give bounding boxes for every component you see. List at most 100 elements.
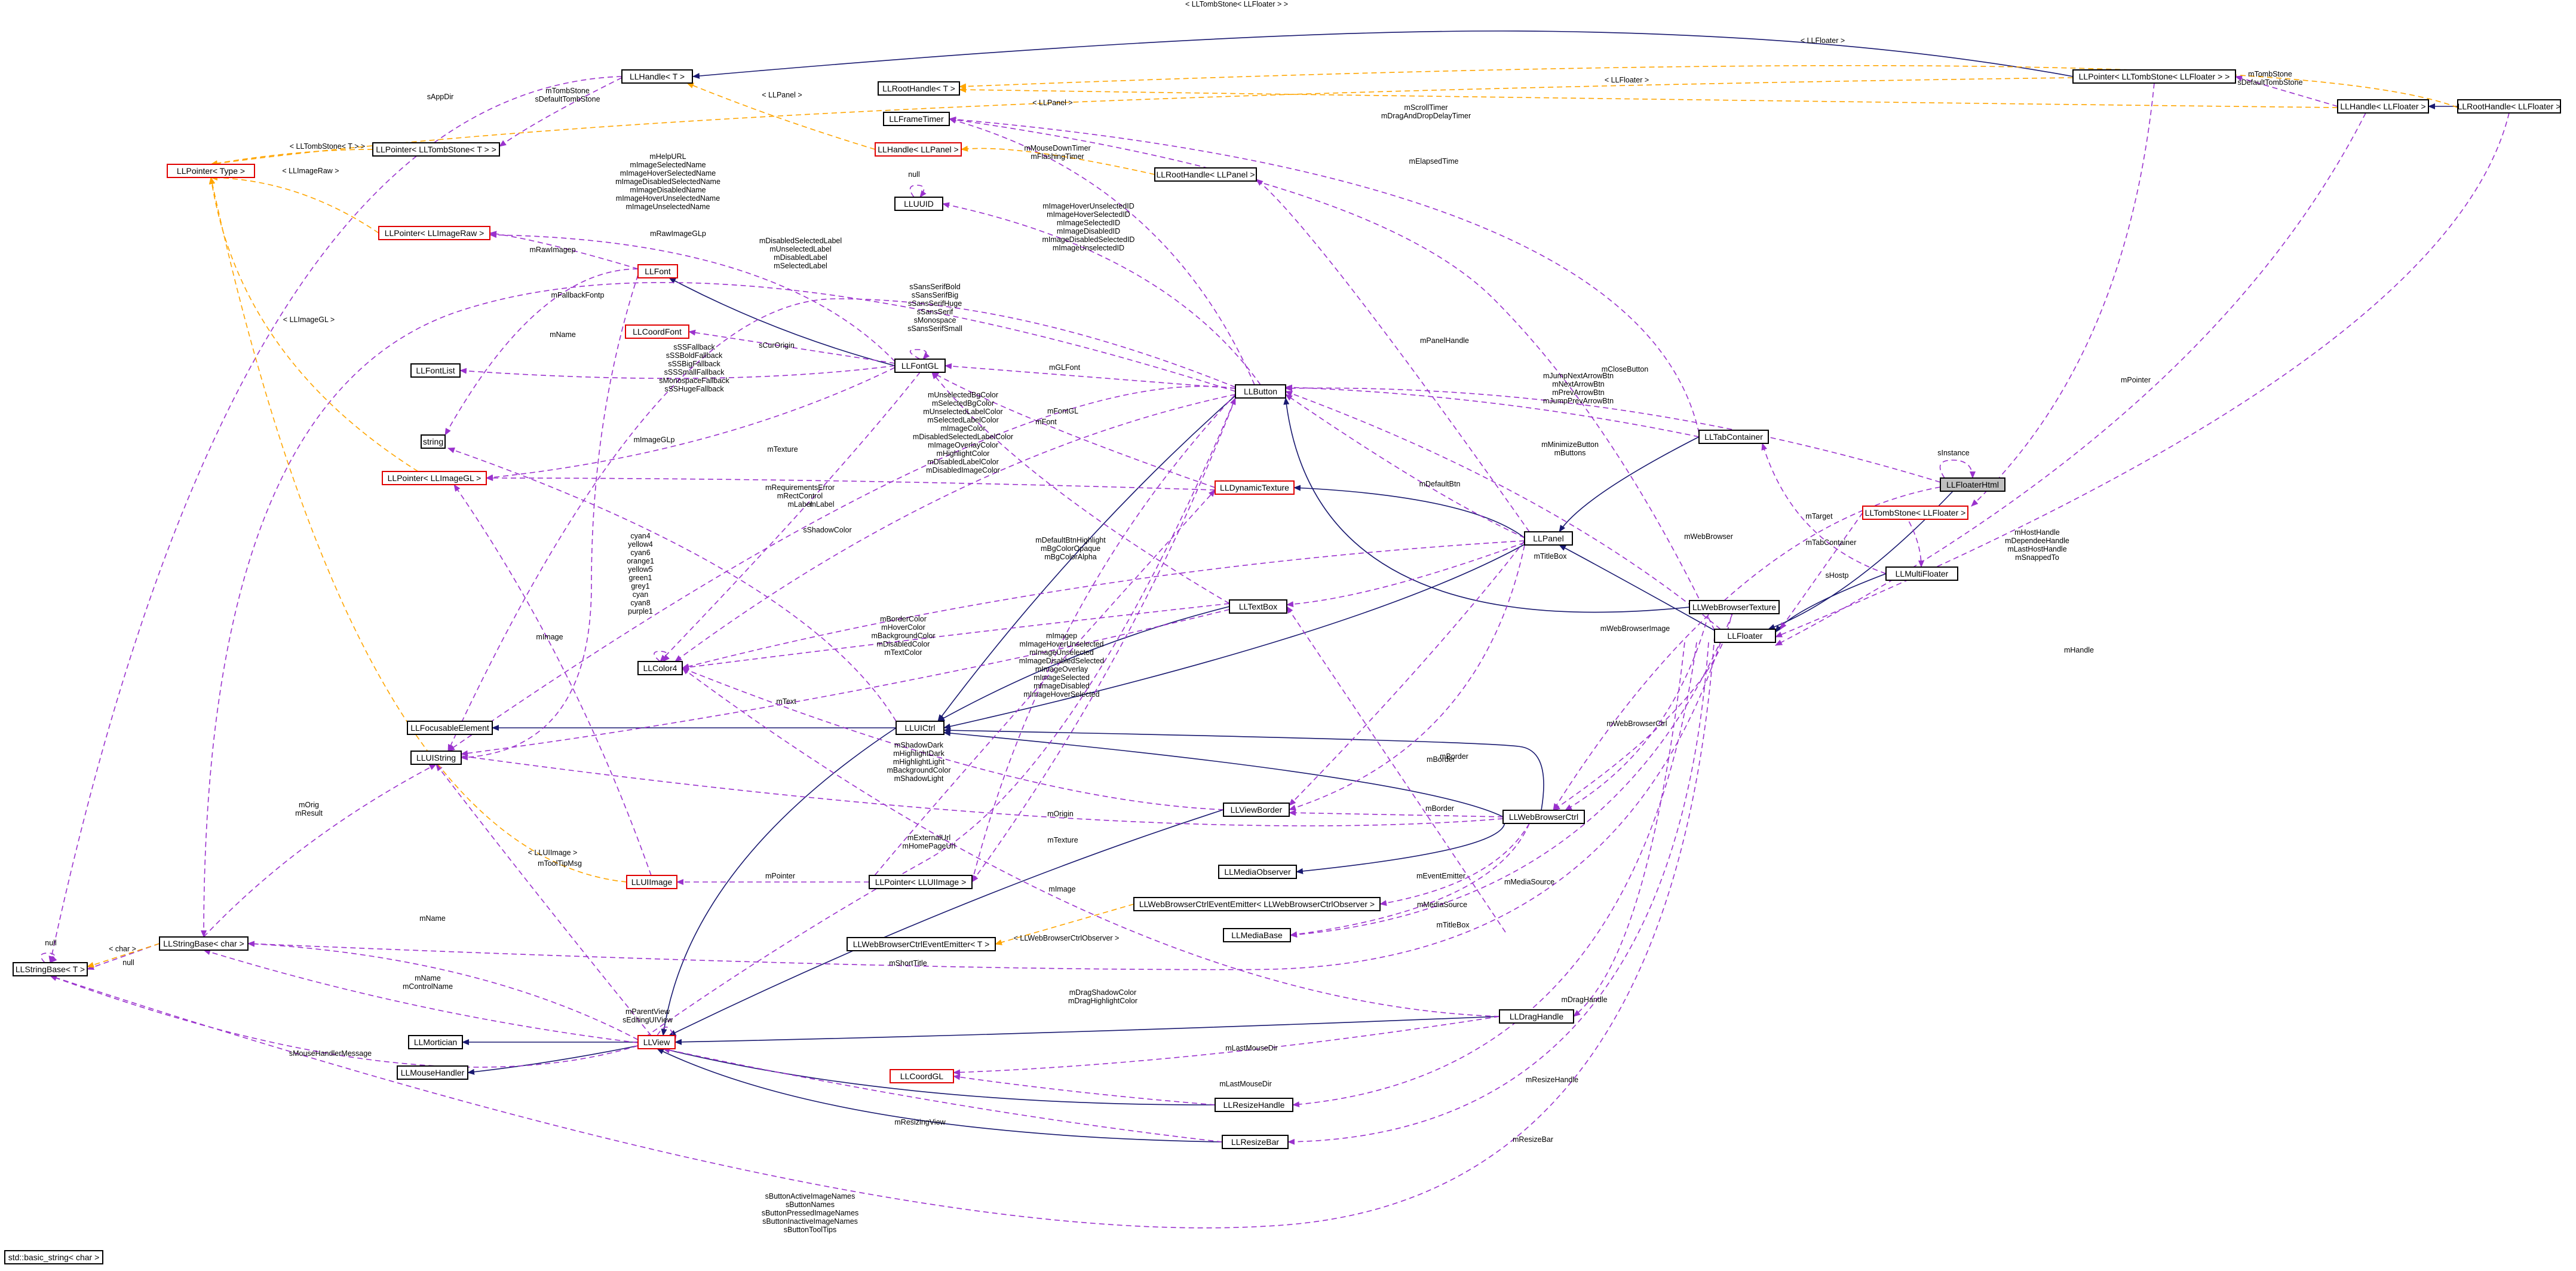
edge-label-e66: mName [550, 330, 576, 339]
class-node-llwebbrowserctrl[interactable]: LLWebBrowserCtrl [1502, 810, 1585, 824]
edge-label-e80: mImage [1048, 885, 1075, 893]
class-node-llroothandle-llpanel[interactable]: LLRootHandle< LLPanel > [1154, 167, 1257, 182]
class-node-llmediaobserver[interactable]: LLMediaObserver [1218, 865, 1297, 879]
class-node-std-basic-string-char[interactable]: std::basic_string< char > [4, 1250, 103, 1264]
class-node-llmultifloater[interactable]: LLMultiFloater [1885, 566, 1958, 581]
class-node-llhandle-llpanel[interactable]: LLHandle< LLPanel > [875, 142, 962, 157]
class-node-llframetimer[interactable]: LLFrameTimer [883, 112, 950, 126]
edge-e84-uses [203, 949, 639, 1043]
class-node-llresizebar[interactable]: LLResizeBar [1222, 1135, 1289, 1149]
class-node-llhandle-llfloater[interactable]: LLHandle< LLFloater > [2337, 99, 2429, 114]
edge-label-e88: mLastMouseDir [1225, 1044, 1278, 1052]
edge-e31-uses [1761, 443, 1887, 574]
class-node-llpointer-lltombstone-llfloater[interactable]: LLPointer< LLTombStone< LLFloater > > [2072, 69, 2236, 84]
edge-label-e38: mShortTitle [889, 959, 927, 967]
class-node-llhandle-t[interactable]: LLHandle< T > [621, 69, 693, 84]
class-node-lluiimage[interactable]: LLUIImage [626, 875, 677, 889]
class-node-lluictrl[interactable]: LLUICtrl [896, 721, 944, 735]
edge-label-e105: < char > [109, 945, 136, 953]
edge-label-e111: < LLFloater > [1801, 36, 1845, 45]
class-node-llstringbase-t[interactable]: LLStringBase< T > [13, 962, 88, 976]
edge-label-e34: mCloseButton [1602, 365, 1649, 373]
class-node-label: LLRootHandle< T > [882, 84, 955, 93]
class-node-box [890, 1069, 954, 1083]
class-node-llfloater[interactable]: LLFloater [1714, 629, 1776, 643]
edge-e77-uses [447, 752, 1504, 826]
class-node-label: LLFocusableElement [410, 723, 489, 733]
class-node-llcoordgl[interactable]: LLCoordGL [890, 1069, 954, 1083]
class-node-lltabcontainer[interactable]: LLTabContainer [1698, 430, 1769, 444]
class-node-llpointer-lltombstone-t[interactable]: LLPointer< LLTombStone< T > > [372, 142, 500, 157]
edge-label-e99: null [122, 958, 134, 967]
class-node-llpointer-type[interactable]: LLPointer< Type > [167, 164, 255, 178]
class-node-llfont[interactable]: LLFont [637, 264, 678, 278]
edge-label-e107: < LLPanel > [762, 91, 802, 99]
class-node-lldynamictexture[interactable]: LLDynamicTexture [1215, 480, 1295, 495]
edge-label-e75: mOrigin [1047, 810, 1074, 818]
edge-e27-uses [1775, 112, 2510, 638]
class-node-label: LLTabContainer [1704, 432, 1763, 442]
class-node-llwebbrowserctrleventemitter-t[interactable]: LLWebBrowserCtrlEventEmitter< T > [847, 937, 996, 951]
class-node-llfontgl[interactable]: LLFontGL [894, 359, 946, 373]
class-node-llfloaterhtml[interactable]: LLFloaterHtml [1940, 477, 2005, 492]
class-node-lltextbox[interactable]: LLTextBox [1229, 599, 1287, 614]
class-node-llpointer-llimageraw[interactable]: LLPointer< LLImageRaw > [378, 226, 490, 240]
edge-label-e104: < LLUIImage > [528, 849, 578, 857]
edge-label-e59: sCurOrigin [759, 341, 795, 350]
class-node-llroothandle-llfloater[interactable]: LLRootHandle< LLFloater > [2457, 99, 2561, 114]
class-node-label: LLFloaterHtml [1946, 480, 1999, 489]
edge-e68-uses [654, 651, 670, 662]
class-node-box [397, 1065, 468, 1080]
class-node-llroothandle-t[interactable]: LLRootHandle< T > [878, 81, 960, 96]
class-node-llview[interactable]: LLView [637, 1035, 676, 1049]
class-node-llpanel[interactable]: LLPanel [1524, 531, 1573, 546]
class-node-box [1222, 1135, 1289, 1149]
class-node-llstringbase-char[interactable]: LLStringBase< char > [159, 936, 249, 951]
edge-label-e96: mMediaSource [1417, 901, 1467, 909]
class-node-box [2457, 99, 2561, 114]
edge-label-e112: < LLWebBrowserCtrlObserver > [1014, 934, 1120, 942]
class-node-llcoordfont[interactable]: LLCoordFont [625, 324, 689, 339]
edge-label-e35: mDragHandle [1561, 996, 1607, 1004]
class-node-llmediabase[interactable]: LLMediaBase [1223, 928, 1291, 942]
class-node-box [875, 142, 962, 157]
class-node-llbutton[interactable]: LLButton [1235, 384, 1286, 399]
class-node-lluistring[interactable]: LLUIString [410, 751, 462, 765]
class-node-box [869, 875, 973, 889]
class-node-llmousehandler[interactable]: LLMouseHandler [397, 1065, 468, 1080]
class-node-box [1499, 1009, 1574, 1024]
class-node-llwebbrowserctrleventemitter-llwebbrowserctrlobserver[interactable]: LLWebBrowserCtrlEventEmitter< LLWebBrows… [1133, 897, 1381, 911]
class-node-lldraghandle[interactable]: LLDragHandle [1499, 1009, 1574, 1024]
class-node-label: LLFont [645, 267, 671, 276]
class-node-llpointer-llimagegl[interactable]: LLPointer< LLImageGL > [382, 471, 487, 485]
class-node-box [883, 112, 950, 126]
edge-e74-uses [1289, 810, 1504, 817]
edge-label-e42: mPanelHandle [1420, 336, 1469, 345]
class-node-box [13, 962, 88, 976]
class-node-box [621, 69, 693, 84]
edge-e88-uses [953, 1074, 1216, 1105]
class-node-llwebbrowsertexture[interactable]: LLWebBrowserTexture [1689, 600, 1780, 614]
class-node-llfontlist[interactable]: LLFontList [410, 363, 461, 378]
class-node-llpointer-lluiimage[interactable]: LLPointer< LLUIImage > [869, 875, 973, 889]
edge-e25-uses [1553, 486, 1941, 811]
edge-e89-uses [953, 1016, 1500, 1076]
class-node-lltombstone-llfloater[interactable]: LLTombStone< LLFloater > [1862, 506, 1968, 520]
edge-label-e65: mTexture [767, 445, 798, 454]
class-node-llresizehandle[interactable]: LLResizeHandle [1215, 1098, 1293, 1112]
class-node-llviewborder[interactable]: LLViewBorder [1223, 803, 1290, 817]
class-node-llcolor4[interactable]: LLColor4 [637, 661, 683, 675]
class-node-llmortician[interactable]: LLMortician [408, 1035, 463, 1049]
class-node-llfocusableelement[interactable]: LLFocusableElement [407, 721, 493, 735]
edge-e49-uses [949, 117, 1715, 631]
class-node-lluuid[interactable]: LLUUID [894, 197, 943, 211]
edge-e100-uses [909, 185, 927, 198]
class-node-string[interactable]: string [421, 434, 446, 449]
edge-e40-uses [1285, 394, 1525, 538]
edge-e22-solid [692, 30, 2074, 79]
